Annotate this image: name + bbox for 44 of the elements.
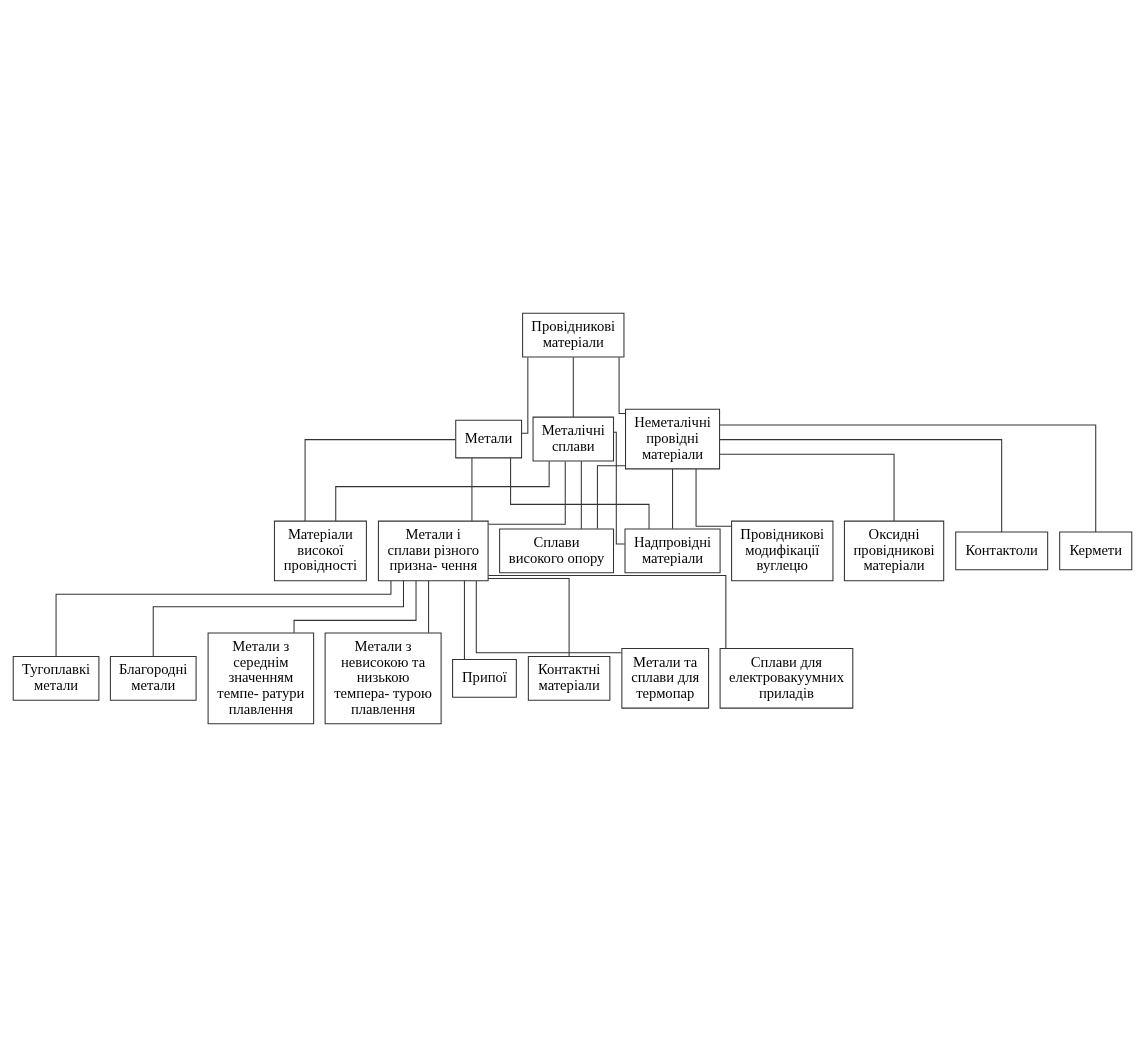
connector xyxy=(475,580,622,654)
connector xyxy=(521,356,529,434)
connector xyxy=(613,431,626,545)
connector xyxy=(463,580,465,660)
node-box: Благородні метали xyxy=(109,655,197,701)
connector xyxy=(618,356,626,414)
connector xyxy=(596,465,626,530)
node-box: Контактні матеріали xyxy=(527,655,611,701)
node-box: Оксидні провідникові матеріали xyxy=(843,520,945,582)
node-box: Кермети xyxy=(1059,531,1133,571)
connector xyxy=(572,356,574,418)
node-box: Метали xyxy=(455,419,523,459)
connector xyxy=(335,460,550,522)
connector xyxy=(55,580,392,657)
node-box: Тугоплавкі метали xyxy=(12,655,100,701)
node-box: Метали та сплави для термопар xyxy=(621,648,710,709)
node-box: Припої xyxy=(452,659,517,698)
connector xyxy=(487,578,570,657)
connector xyxy=(719,424,1097,533)
connector xyxy=(471,457,473,522)
node-box: Провідникові модифікації вуглецю xyxy=(731,520,834,582)
node-box: Сплави високого опору xyxy=(499,528,615,574)
connector xyxy=(487,574,727,649)
node-box: Метали з невисокою та низькою темпера- турою плавлення xyxy=(324,632,442,725)
node-box: Металічні сплави xyxy=(532,416,615,462)
connector xyxy=(304,439,456,522)
node-box: Неметалічні провідні матеріали xyxy=(625,408,721,470)
connector xyxy=(152,580,404,657)
connector xyxy=(580,460,582,530)
node-box: Надпровідні матеріали xyxy=(624,528,721,574)
node-box: Метали з середнім значенням темпе- ратури плавлення xyxy=(207,632,315,725)
connector xyxy=(510,457,650,530)
connector xyxy=(428,580,430,634)
node-box: Матеріали високої провідності xyxy=(273,520,367,582)
node-box: Сплави для електровакуумних приладів xyxy=(719,648,854,709)
connector xyxy=(672,468,674,530)
connector xyxy=(293,580,417,634)
connector xyxy=(695,468,732,527)
connector xyxy=(719,439,1003,533)
node-box: Контактоли xyxy=(955,531,1049,571)
node-box: Метали і сплави різного призна- чення xyxy=(377,520,489,582)
node-box: Провідникові матеріали xyxy=(522,312,625,358)
connector xyxy=(719,453,895,522)
connector xyxy=(487,460,566,525)
